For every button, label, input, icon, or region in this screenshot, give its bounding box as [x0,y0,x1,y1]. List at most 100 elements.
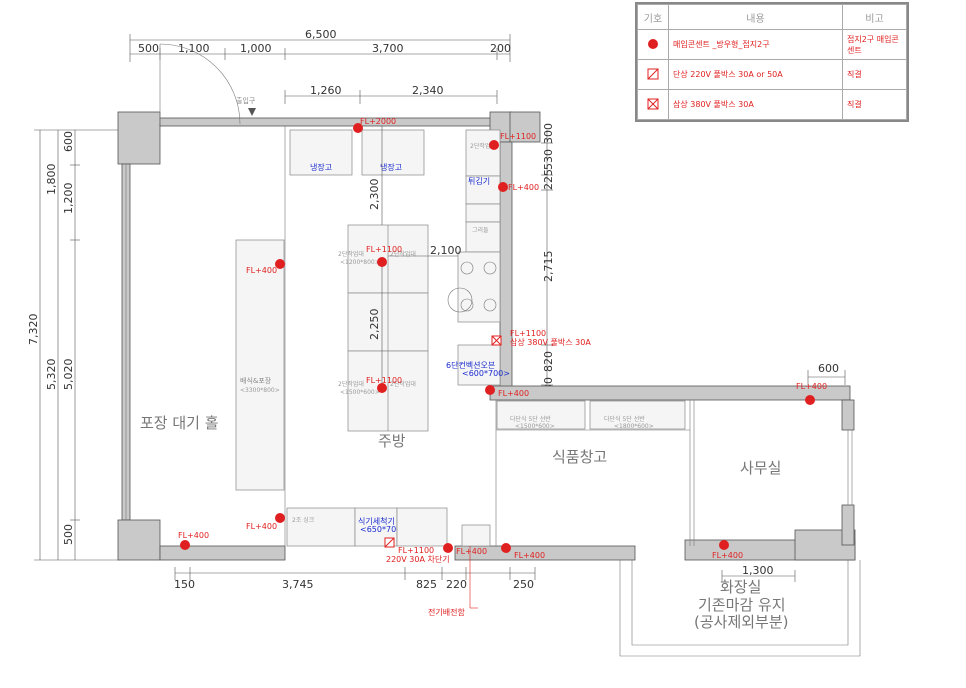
shelf-2 [589,400,686,430]
dim-2340: 2,340 [412,84,444,97]
outlet-dot-icon [485,385,495,395]
single-phase-box-icon [637,59,669,90]
outlet-dot-icon [377,383,387,393]
right-dimensions: 300 530 225 2,715 820 130 600 [541,123,846,398]
fridge-2-label: 냉장고 [380,162,402,172]
dim-2250: 2,250 [368,309,381,341]
fryer [465,175,501,205]
outlet-dot-icon [275,259,285,269]
outlet-fl400-bottom-left: FL+400 [178,531,209,540]
outlet-fl1100-lower: FL+1100 [366,376,402,385]
dim-600-office: 600 [818,362,839,375]
room-storage: 식품창고 [552,448,607,466]
dim-530: 530 [542,149,555,170]
outlet-fl400-right: FL+400 [498,389,529,398]
outlet-fl400-office: FL+400 [796,382,827,391]
outlet-dot-icon [501,543,511,553]
legend-row: 삼상 380V 풀박스 30A 직결 [637,89,907,120]
bottom-dimensions: 150 3,745 825 220 250 1,300 [174,564,796,591]
room-labels: 포장 대기 홀 주방 식품창고 사무실 화장실 기존마감 유지 (공사제외부분)… [140,96,789,631]
pack-table-size: <3300*800> [240,387,280,394]
outlet-dot-icon [498,182,508,192]
worktable-right [465,129,501,177]
fryer-label: 튀김기 [468,176,490,186]
outlet-fl400-office-bottom: FL+400 [712,551,743,560]
top-dimensions: 6,500 500 1,100 1,000 3,700 200 1,260 2,… [129,28,511,104]
outlet-fl2000: FL+2000 [360,117,396,126]
dim-5320: 5,320 [45,359,58,391]
outlet-dot-icon [805,395,815,405]
toilet-note-2: (공사제외부분) [694,613,789,631]
outlet-dot-icon [443,543,453,553]
outlet-dot-icon [377,257,387,267]
dim-5020: 5,020 [62,359,75,391]
outlet-dot-icon [353,123,363,133]
outlet-dot-icon [637,29,669,60]
legend-header-content: 내용 [668,4,843,30]
dim-2715: 2,715 [542,251,555,283]
three-phase-label: 삼상 380V 풀박스 30A [510,337,591,347]
sink-label: 2조 싱크 [292,516,315,524]
outlet-fl400-hall: FL+400 [246,266,277,275]
legend-note: 직결 [842,59,907,90]
entrance-arrow-icon [248,108,256,116]
outlet-fl400-a: FL+400 [508,183,539,192]
entrance-label: 출입구 [236,96,256,105]
legend-note: 직결 [842,89,907,120]
legend-header-symbol: 기호 [637,4,669,30]
griddle-label: 그리들 [472,226,489,234]
legend-content: 매입콘센트 _방우형_접지2구 [668,29,843,60]
outlets: FL+2000 FL+1100 FL+400 FL+400 FL+1100 FL… [178,117,827,617]
legend-table: 기호 내용 비고 매입콘센트 _방우형_접지2구 접지2구 매입콘센트 단상 2… [635,2,909,122]
room-kitchen: 주방 [378,432,406,450]
combi-oven [457,344,501,386]
electric-panel [461,524,491,547]
dim-220: 220 [446,578,467,591]
left-dimensions: 7,320 1,800 600 1,200 5,020 500 5,320 [27,129,120,561]
dim-2100: 2,100 [430,244,462,257]
dim-500-left: 500 [62,524,75,545]
shelf-1-label: 다단식 5단 선반 [510,415,551,423]
dim-150: 150 [174,578,195,591]
dim-1300: 1,300 [742,564,774,577]
mid-dimensions: 2,300 2,100 2,250 [368,126,462,390]
fridge-2 [361,129,425,176]
legend-content: 삼상 380V 풀박스 30A [668,89,843,120]
dim-2300: 2,300 [368,179,381,211]
dim-7320: 7,320 [27,314,40,346]
toilet-note-1: 기존마감 유지 [698,596,786,614]
worktable-bottom-size: <1500*600> [340,389,380,396]
shelf-1-size: <1500*600> [515,423,555,430]
dim-1100-top: 1,100 [178,42,210,55]
shelf-2-label: 다단식 5단 선반 [604,415,645,423]
outlet-fl400-bottom-a: FL+400 [456,547,487,556]
walls [117,43,861,657]
legend-header-note: 비고 [842,4,907,30]
shelf-1 [496,400,586,430]
fridge-1 [289,129,353,176]
dim-3745: 3,745 [282,578,314,591]
worktable-right-label: 2단작업대 [470,142,496,150]
dim-1200-left: 1,200 [62,183,75,215]
dim-1800: 1,800 [45,164,58,196]
outlet-dot-icon [180,540,190,550]
worktable-top-left-label: 2단작업대 [338,250,364,258]
dim-500-top: 500 [138,42,159,55]
outlet-fl1100-mid: FL+1100 [366,245,402,254]
dim-6500: 6,500 [305,28,337,41]
dim-1000-top: 1,000 [240,42,272,55]
dim-300-right: 300 [542,123,555,144]
legend-row: 매입콘센트 _방우형_접지2구 접지2구 매입콘센트 [637,29,907,60]
worktable-top-size: <1200*800> [340,259,380,266]
shelf-2-size: <1800*600> [614,423,654,430]
worktable-bottom-left-label: 2단작업대 [338,380,364,388]
outlet-fl1100-right: FL+1100 [510,329,546,338]
three-phase-box-icon [637,89,669,120]
room-toilet: 화장실 [720,578,761,596]
outlet-dot-icon [489,140,499,150]
outlet-dot-icon [275,513,285,523]
legend-content: 단상 220V 풀박스 30A or 50A [668,59,843,90]
dim-200-top: 200 [490,42,511,55]
combi-size: <600*700> [462,369,510,378]
